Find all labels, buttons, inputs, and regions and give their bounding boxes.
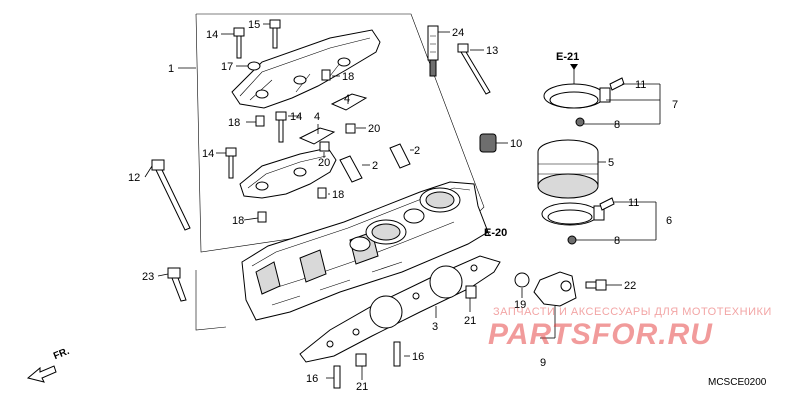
gasket-4a — [330, 93, 368, 111]
callout-13: 13 — [486, 45, 498, 57]
bolt-14-mid — [275, 111, 287, 143]
callout-12: 12 — [128, 172, 140, 184]
spark-plug — [427, 25, 439, 77]
dowel-pin-18b — [255, 115, 265, 127]
callout-15: 15 — [248, 19, 260, 31]
dowel-pin-18d — [257, 211, 267, 223]
callout-8b: 8 — [614, 235, 620, 247]
callout-21b: 21 — [356, 381, 368, 393]
callout-6: 6 — [666, 215, 672, 227]
front-arrow-icon — [26, 365, 57, 383]
bolt-14-top — [233, 27, 245, 59]
callout-2a: 2 — [372, 160, 378, 172]
callout-17: 17 — [221, 61, 233, 73]
collar-20a — [345, 123, 356, 134]
stud-16b — [333, 365, 341, 389]
callout-1: 1 — [168, 63, 174, 75]
callout-leaders — [144, 23, 661, 380]
stud-16a — [393, 341, 401, 367]
ref-e21-arrow — [570, 64, 578, 70]
dowel-21a — [465, 285, 477, 299]
assembly-outline-lower — [195, 270, 227, 331]
cap-10 — [479, 133, 497, 153]
watermark-tagline: ЗАПЧАСТИ И АКСЕССУАРЫ ДЛЯ МОТОТЕХНИКИ — [493, 306, 772, 318]
bolt-22 — [585, 279, 607, 291]
nut-8a — [575, 117, 585, 127]
nut-8b — [567, 235, 577, 245]
collar-20b — [319, 141, 330, 152]
callout-20a: 20 — [368, 123, 380, 135]
callout-16b: 16 — [306, 373, 318, 385]
callout-14b: 14 — [290, 111, 302, 123]
clamp-band-upper — [543, 83, 611, 109]
callout-23: 23 — [142, 271, 154, 283]
gasket-4b — [298, 127, 336, 145]
callout-21a: 21 — [464, 315, 476, 327]
screw-11a — [609, 77, 625, 91]
diagram-code: MCSCE0200 — [708, 377, 767, 388]
callout-11b: 11 — [628, 197, 639, 209]
intake-insulator — [537, 139, 599, 199]
washer-17 — [247, 61, 261, 71]
bolt-12 — [151, 159, 191, 231]
dowel-pin-18a — [321, 69, 331, 81]
upper-cam-holder — [231, 29, 381, 109]
callout-7: 7 — [672, 99, 678, 111]
callout-16a: 16 — [412, 351, 424, 363]
dowel-21b — [355, 353, 367, 367]
callout-22: 22 — [624, 280, 636, 292]
tube-2b — [389, 143, 411, 169]
callout-18a: 18 — [342, 71, 354, 83]
callout-5: 5 — [608, 157, 614, 169]
callout-11a: 11 — [635, 79, 646, 91]
callout-8a: 8 — [614, 119, 620, 131]
callout-18c: 18 — [332, 189, 344, 201]
bolt-15 — [269, 19, 281, 49]
screw-11b — [599, 197, 615, 211]
callout-18d: 18 — [232, 215, 244, 227]
callout-9: 9 — [540, 357, 546, 369]
callout-14c: 14 — [202, 148, 214, 160]
callout-3: 3 — [432, 321, 438, 333]
cylinder-head — [241, 181, 489, 321]
watermark-logo: PARTSFOR.RU — [488, 318, 713, 351]
bolt-14-low — [225, 147, 237, 179]
callout-2b: 2 — [414, 145, 420, 157]
bolt-13 — [457, 43, 491, 95]
sensor-9 — [533, 271, 577, 307]
lower-cam-holder — [239, 147, 337, 199]
assembly-outline — [195, 13, 485, 253]
clamp-band-lower — [541, 202, 605, 226]
callout-18b: 18 — [228, 117, 240, 129]
ref-e20: E-20 — [484, 227, 507, 239]
callout-4b: 4 — [314, 111, 320, 123]
tube-2a — [339, 155, 363, 183]
dowel-pin-18c — [317, 187, 327, 199]
callout-20b: 20 — [318, 157, 330, 169]
o-ring-19 — [514, 272, 530, 288]
callout-14a: 14 — [206, 29, 218, 41]
head-gasket — [299, 255, 501, 363]
callout-24: 24 — [452, 27, 464, 39]
callout-4a: 4 — [344, 93, 350, 105]
callout-10: 10 — [510, 138, 522, 150]
ref-e21: E-21 — [556, 51, 579, 63]
bolt-23 — [167, 267, 187, 302]
callout-19: 19 — [514, 299, 526, 311]
